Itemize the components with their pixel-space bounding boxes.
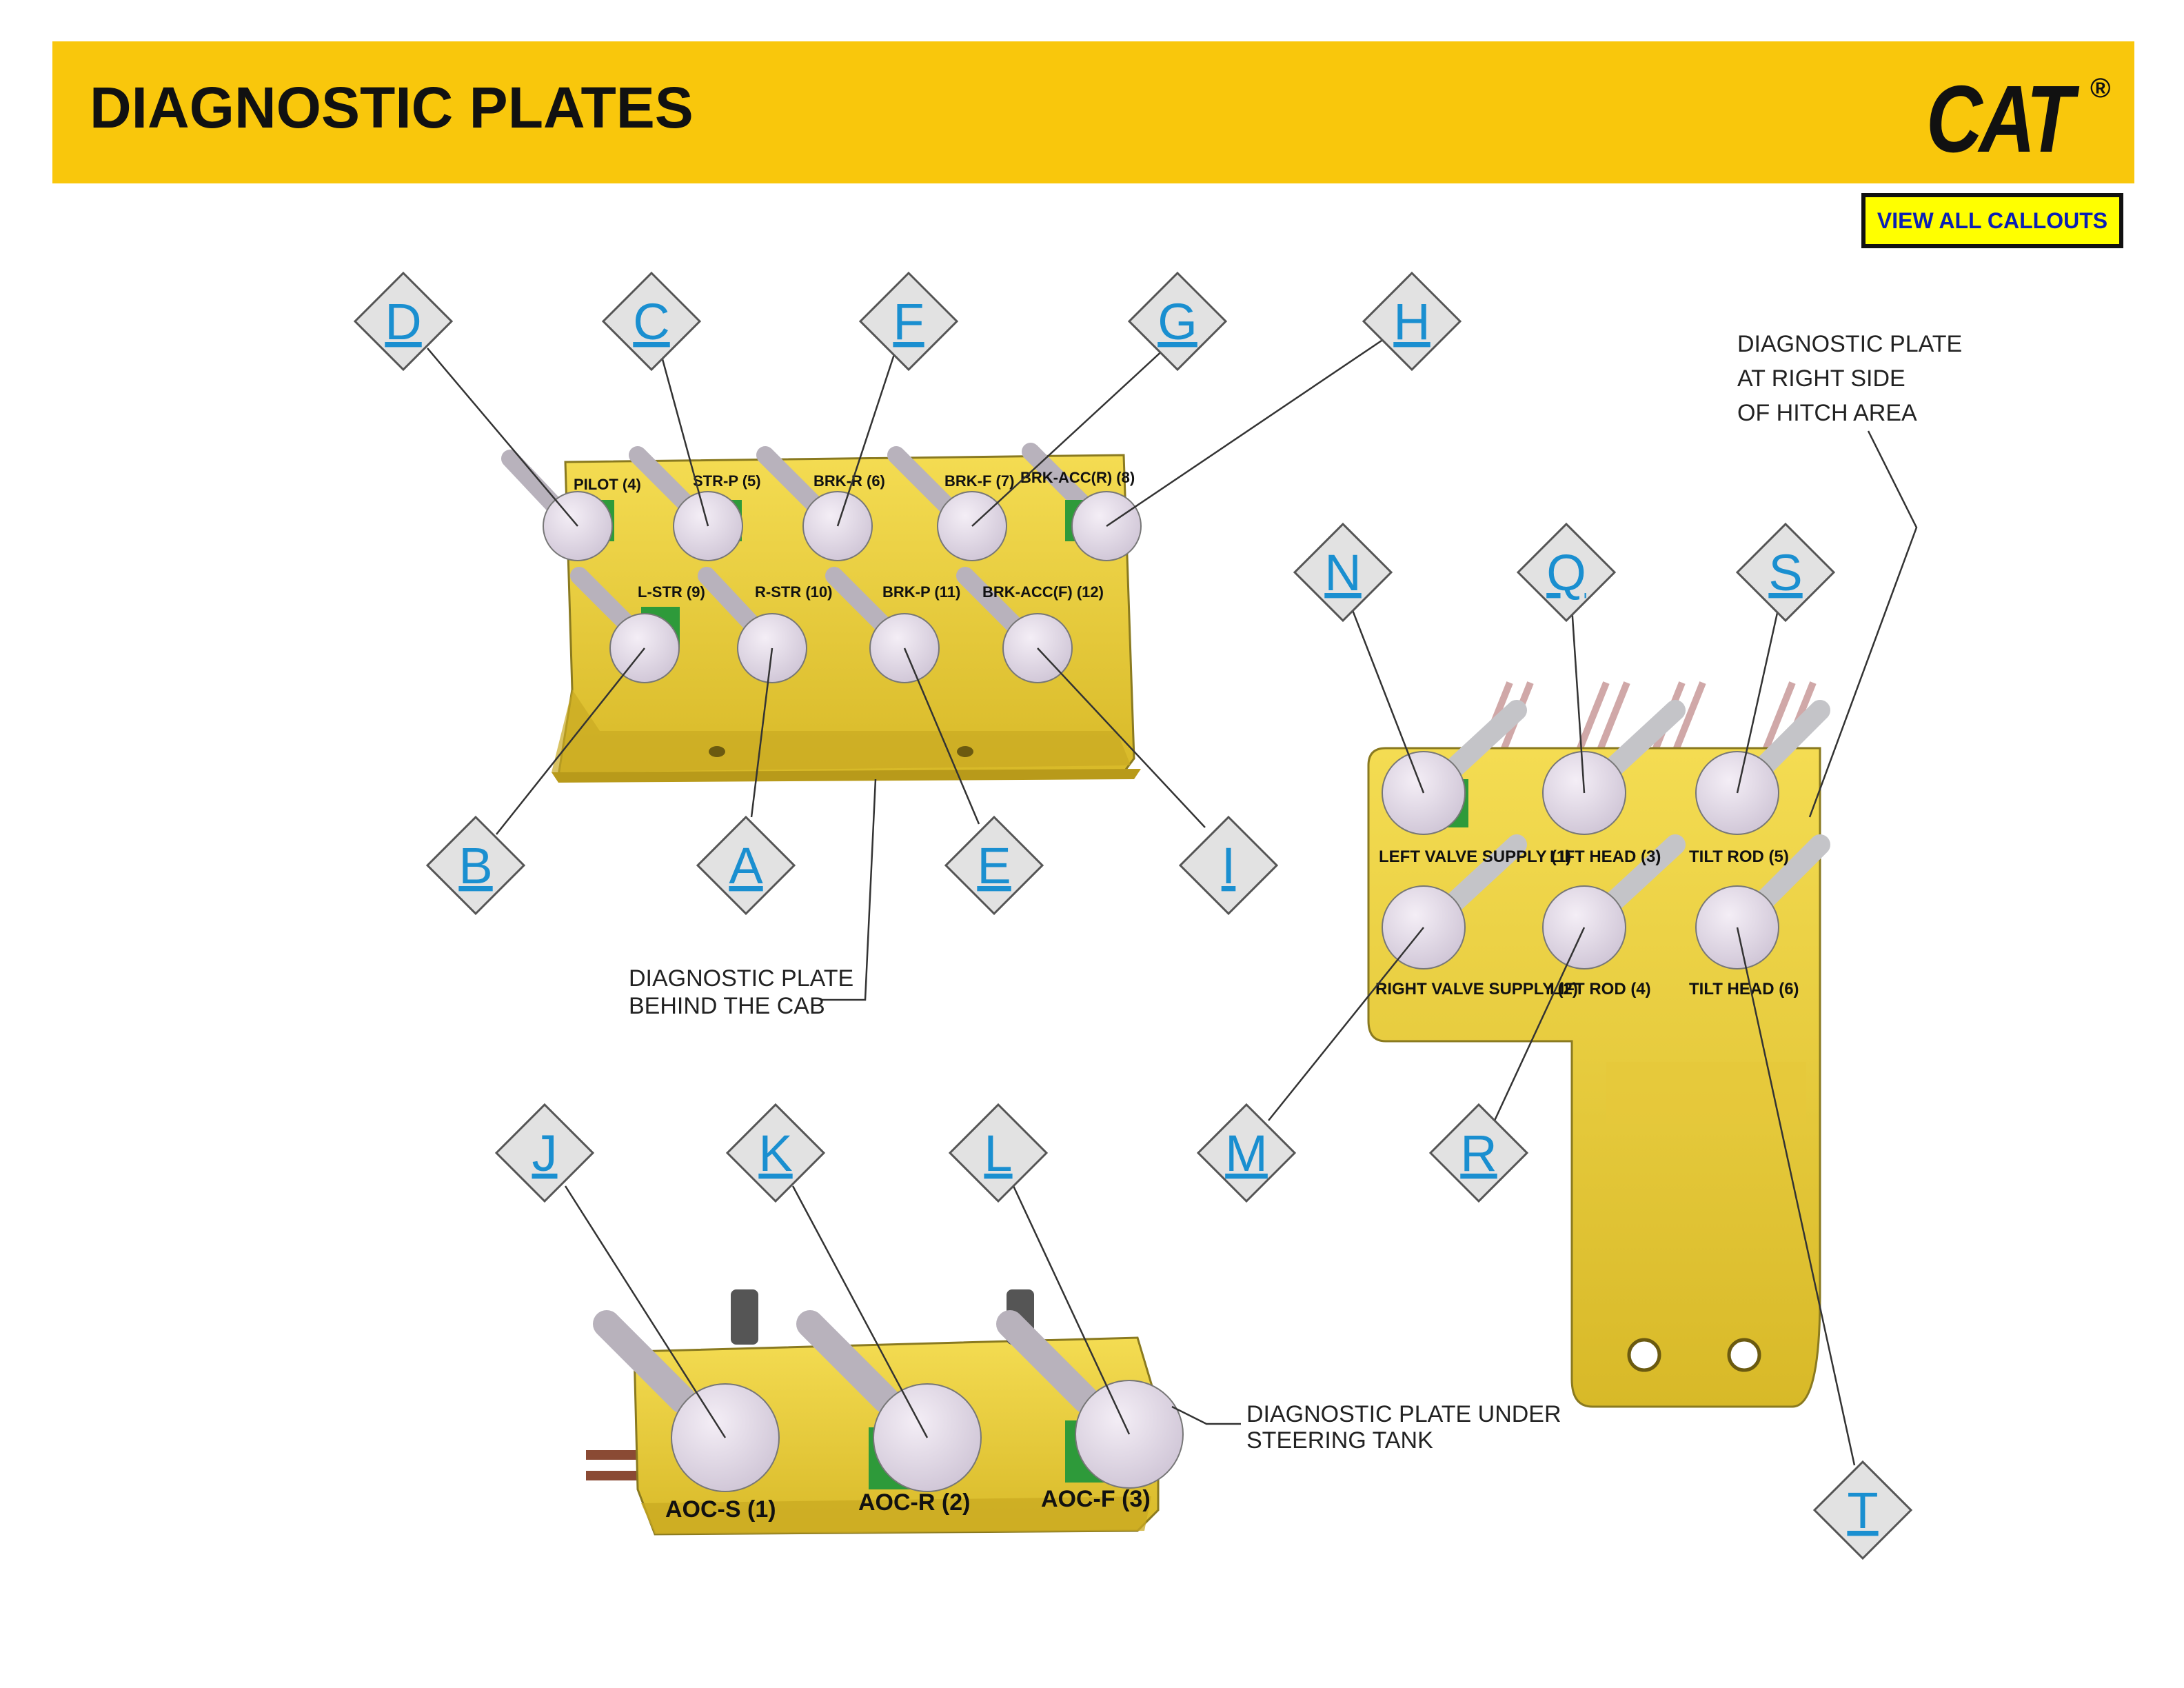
- callout-letter[interactable]: D: [385, 293, 421, 350]
- callout-D[interactable]: D: [353, 271, 454, 372]
- header-bar: DIAGNOSTIC PLATES CAT ®: [52, 41, 2134, 183]
- callout-Q[interactable]: Q: [1516, 522, 1617, 623]
- port-label: AOC-S (1): [665, 1496, 776, 1523]
- callout-letter[interactable]: F: [893, 293, 924, 350]
- plate-label-line: OF HITCH AREA: [1737, 400, 1917, 426]
- plate-label-line: DIAGNOSTIC PLATE UNDER: [1246, 1401, 1561, 1427]
- callout-letter[interactable]: S: [1768, 544, 1802, 601]
- steering-port-labels: AOC-S (1) AOC-R (2) AOC-F (3): [665, 1486, 1151, 1523]
- callout-letter[interactable]: M: [1225, 1125, 1268, 1182]
- callout-letter[interactable]: H: [1393, 293, 1430, 350]
- hitch-port-labels: LEFT VALVE SUPPLY (1) LIFT HEAD (3) TILT…: [1375, 847, 1799, 998]
- callout-I[interactable]: I: [1178, 815, 1279, 916]
- callout-T[interactable]: T: [1812, 1460, 1913, 1560]
- port-label: RIGHT VALVE SUPPLY (2): [1375, 980, 1578, 998]
- callout-letter[interactable]: T: [1847, 1482, 1878, 1539]
- callout-H[interactable]: H: [1362, 271, 1462, 372]
- port-label: AOC-R (2): [858, 1489, 970, 1516]
- callout-L[interactable]: L: [948, 1103, 1049, 1203]
- port-label: STR-P (5): [693, 472, 761, 490]
- view-all-callouts-button[interactable]: VIEW ALL CALLOUTS: [1861, 193, 2123, 248]
- port-label: BRK-ACC(F) (12): [982, 583, 1104, 601]
- port-label: AOC-F (3): [1041, 1486, 1151, 1512]
- plate-label-line: DIAGNOSTIC PLATE: [1737, 331, 1962, 357]
- callout-letter[interactable]: I: [1222, 837, 1236, 894]
- callout-M[interactable]: M: [1196, 1103, 1297, 1203]
- registered-mark: ®: [2090, 73, 2111, 103]
- logo-text: CAT: [1926, 66, 2074, 172]
- cat-logo: CAT ®: [1926, 72, 2119, 168]
- callout-A[interactable]: A: [696, 815, 796, 916]
- callout-K[interactable]: K: [725, 1103, 826, 1203]
- callout-E[interactable]: E: [944, 815, 1044, 916]
- port-label: BRK-F (7): [944, 472, 1014, 490]
- port-label: L-STR (9): [638, 583, 705, 601]
- port-label: PILOT (4): [574, 476, 641, 493]
- port-label: LIFT HEAD (3): [1550, 847, 1661, 866]
- plate-label-line: AT RIGHT SIDE: [1737, 365, 1905, 392]
- plate-label-line: BEHIND THE CAB: [629, 993, 825, 1019]
- port-label: TILT HEAD (6): [1689, 980, 1799, 998]
- callout-F[interactable]: F: [858, 271, 959, 372]
- callout-letter[interactable]: G: [1157, 293, 1197, 350]
- callout-letter[interactable]: E: [977, 837, 1011, 894]
- callout-letter[interactable]: R: [1460, 1125, 1497, 1182]
- callout-leaders: [427, 336, 1856, 1466]
- steering-plate-label: DIAGNOSTIC PLATE UNDER STEERING TANK: [1246, 1401, 1561, 1454]
- callout-G[interactable]: G: [1127, 271, 1228, 372]
- callout-letter[interactable]: A: [729, 837, 763, 894]
- page-title: DIAGNOSTIC PLATES: [90, 75, 694, 140]
- cab-port-labels: PILOT (4) STR-P (5) BRK-R (6) BRK-F (7) …: [574, 469, 1135, 601]
- plate-label-leaders: [820, 430, 1918, 1425]
- port-label: TILT ROD (5): [1689, 847, 1789, 866]
- callout-letter[interactable]: K: [758, 1125, 792, 1182]
- callout-B[interactable]: B: [425, 815, 526, 916]
- callout-letter[interactable]: N: [1324, 544, 1361, 601]
- callout-N[interactable]: N: [1293, 522, 1393, 623]
- callout-S[interactable]: S: [1735, 522, 1836, 623]
- callout-R[interactable]: R: [1428, 1103, 1529, 1203]
- port-label: BRK-P (11): [882, 583, 960, 601]
- callout-letter[interactable]: J: [532, 1125, 558, 1182]
- callout-letter[interactable]: C: [633, 293, 669, 350]
- callout-letter[interactable]: Q: [1546, 544, 1586, 601]
- callout-C[interactable]: C: [601, 271, 702, 372]
- cab-plate-label: DIAGNOSTIC PLATE BEHIND THE CAB: [629, 965, 853, 1019]
- plate-label-line: STEERING TANK: [1246, 1427, 1433, 1454]
- hitch-plate-label: DIAGNOSTIC PLATE AT RIGHT SIDE OF HITCH …: [1737, 331, 1962, 426]
- port-label: R-STR (10): [755, 583, 832, 601]
- plate-label-line: DIAGNOSTIC PLATE: [629, 965, 853, 992]
- port-label: BRK-ACC(R) (8): [1020, 469, 1135, 486]
- callout-letter[interactable]: B: [458, 837, 492, 894]
- callout-J[interactable]: J: [494, 1103, 595, 1203]
- fitting-aoc-r: [796, 1310, 982, 1492]
- port-label: BRK-R (6): [813, 472, 885, 490]
- callout-letter[interactable]: L: [984, 1125, 1012, 1182]
- port-label: LIFT ROD (4): [1550, 980, 1651, 998]
- port-label: LEFT VALVE SUPPLY (1): [1379, 847, 1571, 866]
